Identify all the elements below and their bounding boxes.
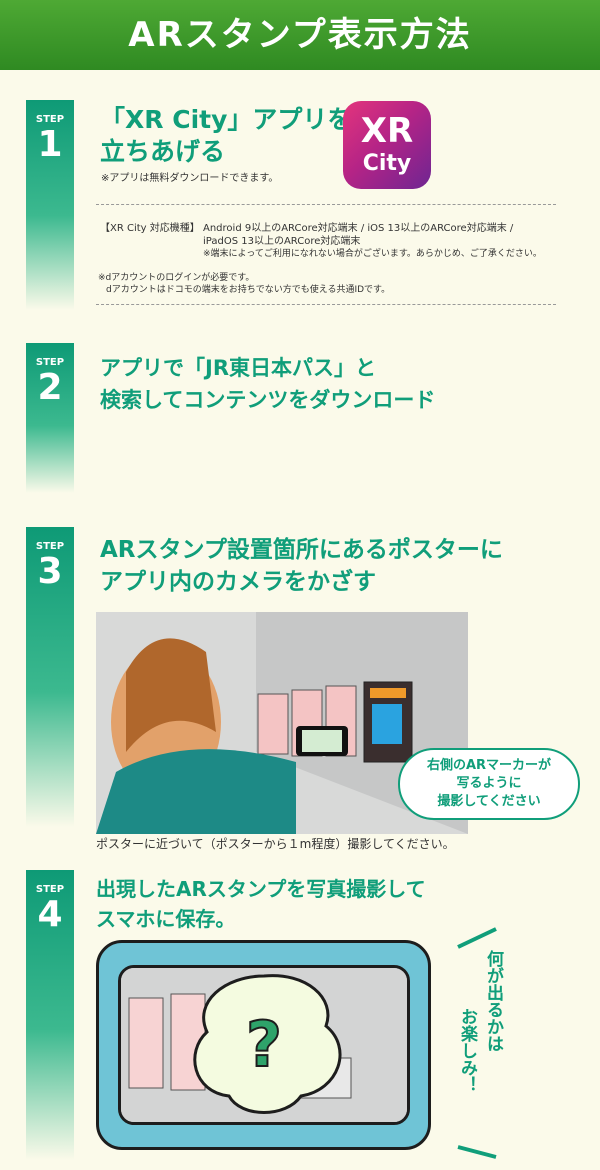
step-1-tab: STEP 1 [26,100,74,310]
step-3-caption: ポスターに近づいて（ポスターから１m程度）撮影してください。 [96,837,455,851]
side-text-col1: 何が出るかは [483,950,503,1052]
step-number: 3 [37,551,63,592]
step-4-title: 出現したARスタンプを写真撮影して スマホに保存。 [96,877,426,931]
mystery-symbol: ? [246,1008,282,1081]
side-text-col2: お楽しみ！ [457,1008,477,1093]
illustration-scene [96,612,468,834]
step-1-title: 「XR City」アプリを 立ちあげる [100,105,353,166]
step-label: STEP [35,357,65,368]
device-label: 【XR City 対応機種】 [100,223,200,234]
phone-screen: ? [118,965,410,1125]
xr-city-app-icon: XR City [343,101,431,189]
step-4-tab: STEP 4 [26,870,74,1160]
account-note: ※dアカウントのログインが必要です。 dアカウントはドコモの端末をお持ちでない方… [98,273,391,295]
step-label: STEP [35,114,65,125]
device-list: Android 9以上のARCore対応端末 / iOS 13以上のARCore… [203,223,542,259]
step-1-note: ※アプリは無料ダウンロードできます。 [101,173,279,184]
divider [96,204,556,205]
step-number: 1 [37,124,63,165]
divider [96,304,556,305]
step-3-tab: STEP 3 [26,527,74,827]
step-2-tab: STEP 2 [26,343,74,493]
page-title: ARスタンプ表示方法 [0,0,600,70]
step-label: STEP [35,884,65,895]
step-number: 4 [37,894,63,935]
step-2-title: アプリで「JR東日本パス」と 検索してコンテンツをダウンロード [100,356,436,412]
step-3-title: ARスタンプ設置箇所にあるポスターに アプリ内のカメラをかざす [100,537,503,595]
step-label: STEP [35,541,65,552]
step-number: 2 [37,367,63,408]
emphasis-lines [457,927,497,1159]
speech-bubble: 右側のARマーカーが 写るように 撮影してください [398,748,580,820]
